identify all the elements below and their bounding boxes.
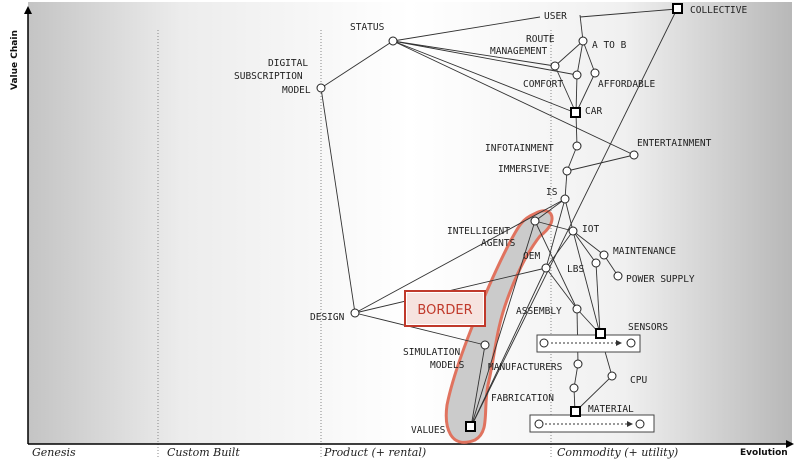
label-models: MODELS <box>430 360 465 371</box>
node-collective <box>672 3 683 14</box>
stage-custom-built: Custom Built <box>167 446 240 459</box>
evolved-target-material <box>635 419 645 429</box>
label-affordable: AFFORDABLE <box>598 79 655 90</box>
y-axis-label: Value Chain <box>10 30 20 90</box>
evolved-node-sensors <box>539 338 549 348</box>
border-label-box-inner <box>407 293 483 324</box>
label-iot: IOT <box>582 224 599 235</box>
label-material: MATERIAL <box>588 404 634 415</box>
node-simulation-models <box>480 340 490 350</box>
label-power-supply: POWER SUPPLY <box>626 274 695 285</box>
node-sensors <box>595 328 606 339</box>
node-infotainment <box>572 141 582 151</box>
node-cpu <box>607 371 617 381</box>
label-intelligent: INTELLIGENT <box>447 226 510 237</box>
stage-product: Product (+ rental) <box>323 446 426 459</box>
label-simulation: SIMULATION <box>403 347 460 358</box>
dependency-lines <box>320 8 678 428</box>
label-collective: COLLECTIVE <box>690 5 747 16</box>
label-model: MODEL <box>282 85 311 96</box>
label-manufacturers: MANUFACTURERS <box>488 362 563 373</box>
map-background <box>28 2 792 444</box>
node-is <box>560 194 570 204</box>
label-agents: AGENTS <box>481 238 516 249</box>
node-intelligent-agents <box>530 216 540 226</box>
label-maintenance: MAINTENANCE <box>613 246 676 257</box>
border-label: BORDER <box>417 303 472 318</box>
label-oem: OEM <box>523 251 540 262</box>
label-values: VALUES <box>411 425 446 436</box>
label-design: DESIGN <box>310 312 345 323</box>
label-digital: DIGITAL <box>268 58 308 69</box>
label-entertainment: ENTERTAINMENT <box>637 138 712 149</box>
label-comfort: COMFORT <box>523 79 563 90</box>
node-lbs <box>591 258 601 268</box>
node-fabrication <box>569 383 579 393</box>
node-values <box>465 421 476 432</box>
evolution-box-material <box>529 414 655 433</box>
node-digital-subscription-model <box>316 83 326 93</box>
label-a-to-b: A TO B <box>592 40 627 51</box>
label-assembly: ASSEMBLY <box>516 306 562 317</box>
component-nodes <box>316 3 683 432</box>
node-entertainment <box>629 150 639 160</box>
node-assembly <box>572 304 582 314</box>
node-route-management <box>550 61 560 71</box>
label-immersive: IMMERSIVE <box>498 164 550 175</box>
label-management: MANAGEMENT <box>490 46 547 57</box>
border-region <box>444 209 554 444</box>
label-lbs: LBS <box>567 264 584 275</box>
node-manufacturers <box>573 359 583 369</box>
label-is: IS <box>546 187 558 198</box>
evolved-node-material <box>534 419 544 429</box>
x-axis-label: Evolution <box>740 448 788 458</box>
label-cpu: CPU <box>630 375 647 386</box>
node-status <box>388 36 398 46</box>
label-subscription: SUBSCRIPTION <box>234 71 303 82</box>
node-affordable <box>590 68 600 78</box>
stage-genesis: Genesis <box>32 446 76 459</box>
node-comfort <box>572 70 582 80</box>
node-oem <box>541 263 551 273</box>
node-iot <box>568 226 578 236</box>
label-infotainment: INFOTAINMENT <box>485 143 554 154</box>
node-a-to-b <box>578 36 588 46</box>
label-route: ROUTE <box>526 34 555 45</box>
stage-commodity: Commodity (+ utility) <box>557 446 678 459</box>
evolved-target-sensors <box>626 338 636 348</box>
node-car <box>570 107 581 118</box>
label-user: USER <box>544 11 567 22</box>
label-sensors: SENSORS <box>628 322 668 333</box>
node-immersive <box>562 166 572 176</box>
node-maintenance <box>599 250 609 260</box>
label-status: STATUS <box>350 22 385 33</box>
node-design <box>350 308 360 318</box>
label-fabrication: FABRICATION <box>491 393 554 404</box>
node-material <box>570 406 581 417</box>
component-labels: USER COLLECTIVE STATUS ROUTE MANAGEMENT … <box>234 5 747 436</box>
node-power-supply <box>613 271 623 281</box>
label-car: CAR <box>585 106 602 117</box>
